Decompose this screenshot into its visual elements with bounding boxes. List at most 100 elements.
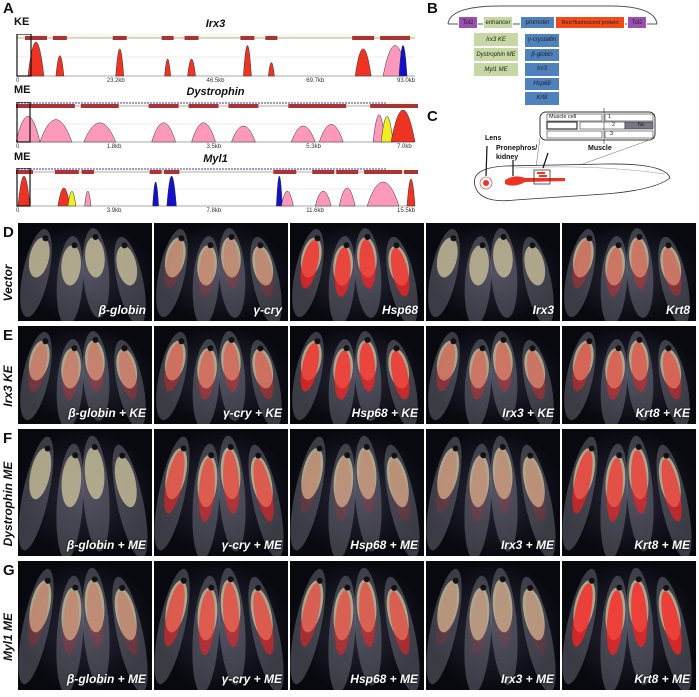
condition-label: β-globin [98,303,146,317]
tol2-left: Tol2 [458,16,478,29]
rfp-slot: Red fluorescent protein [555,16,625,29]
tadpole [464,575,492,690]
tadpole [218,567,246,686]
tadpole [156,331,188,421]
panel-a-label: A [3,0,14,17]
tadpole [626,435,654,552]
tadpole [464,339,492,424]
axis-tick-label: 11.6kb [306,208,324,214]
conservation-plot [16,102,418,143]
tadpole-image: γ-cry + ME [153,560,289,691]
tadpole [354,435,382,552]
panel-b-label: B [427,0,438,17]
axis-tick-label: 23.2kb [106,78,125,84]
condition-label: Irx3 [532,303,554,317]
tadpole-drawing [473,108,671,202]
tadpole [522,236,554,321]
fiber-3-label: 3 [610,131,614,137]
tadpole [82,331,110,421]
tadpole-image: Irx3 + KE [425,325,561,425]
tadpole [112,576,148,690]
tadpole [564,331,596,421]
tadpole [82,567,110,686]
tadpole [56,443,84,556]
row-label: Vector [1,264,15,302]
tadpole [626,567,654,686]
track-title: Dystrophin [186,86,245,98]
tadpole-image: Hsp68 + ME [289,428,425,557]
tadpole-image: Krt8 + KE [561,325,697,425]
element-label: KE [14,16,30,28]
axis-tick-label: 3.5kb [206,144,222,150]
promoter-option: Hsp68 [524,76,560,91]
promoter-option: γ-crystallin [524,33,560,48]
condition-label: Irx3 + ME [500,672,554,686]
tadpole [192,236,220,321]
tadpole [290,436,326,551]
axis-tick-label: 0 [16,78,20,84]
tadpole [82,435,110,552]
panel-label: D [3,224,14,241]
axis-tick-label: 0 [16,144,20,150]
axis-tick-label: 0 [16,208,20,214]
condition-label: γ-cry [253,303,282,317]
tadpole [20,331,52,421]
tadpole [490,331,518,421]
tadpole [428,228,460,318]
condition-label: β-globin + ME [66,672,146,686]
tadpole [626,331,654,421]
condition-label: Krt8 + ME [634,538,690,552]
tadpole [384,444,420,556]
axis-tick-label: 15.5kb [397,208,416,214]
tadpole [250,339,282,424]
axis-tick-label: 93.0kb [397,78,416,84]
tadpole [600,443,628,556]
tadpole [384,576,420,690]
tadpole [386,236,418,321]
tadpole-image: Krt8 + ME [561,428,697,557]
tadpole-image: Irx3 + ME [425,428,561,557]
muscle-cell-label: Muscle cell [549,114,577,120]
tadpole [248,444,284,556]
tadpole [656,444,692,556]
muscle-label: Muscle [588,145,612,152]
row-label: Dystrophin ME [1,461,15,546]
tadpole [490,435,518,552]
panel-label: E [3,327,14,344]
tadpole [490,567,518,686]
track-title: Irx3 [205,18,226,30]
tadpole-image: Irx3 + ME [425,560,561,691]
tadpole [20,228,52,318]
tadpole [562,568,598,685]
promoter-slot: promoter [520,16,555,29]
tadpole [600,339,628,424]
tadpole-image: Irx3 [425,222,561,322]
condition-label: γ-cry + ME [221,672,282,686]
tol2-right: Tol2 [627,16,647,29]
element-label: ME [14,84,31,96]
enhancer-slot: enhancer [483,16,513,29]
axis-tick-label: 1.8kb [106,144,122,150]
tadpole [658,339,690,424]
kidney-label: Pronephros/ kidney [496,145,538,161]
tadpole [218,331,246,421]
tadpole [386,339,418,424]
tadpole [156,228,188,318]
track-title: Myl1 [203,153,228,165]
tadpole [562,436,598,551]
tadpole-image: Krt8 [561,222,697,322]
tadpole-image: Hsp68 [289,222,425,322]
tadpole-image: γ-cry + ME [153,428,289,557]
tadpole [112,444,148,556]
tadpole [218,228,246,318]
tadpole [658,236,690,321]
tadpole-image: Hsp68 + KE [289,325,425,425]
promoter-option: Irx3 [524,62,560,77]
tadpole [600,236,628,321]
promoter-option: Krt8 [524,91,560,106]
tadpole [626,228,654,318]
tadpole [520,444,556,556]
condition-label: Hsp68 [381,303,418,317]
tadpole [292,228,324,318]
axis-tick-label: 7.0kb [397,144,412,150]
